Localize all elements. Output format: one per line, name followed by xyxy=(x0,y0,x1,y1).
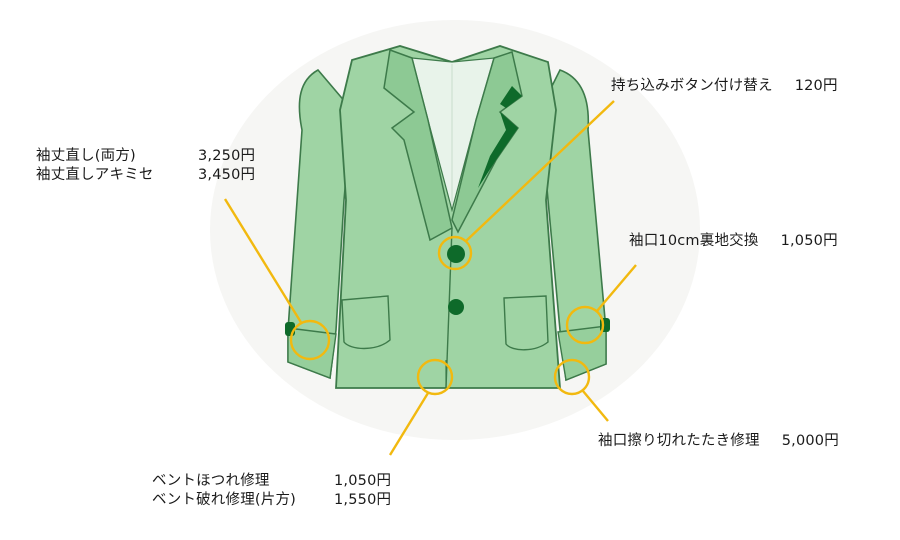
label-cuff-wear: 袖口擦り切れたたき修理 5,000円 xyxy=(598,432,839,451)
right-sleeve xyxy=(539,69,607,382)
service-name: ベントほつれ修理 xyxy=(152,473,270,489)
right-pocket xyxy=(503,295,549,351)
label-row: ベント破れ修理(片方) 1,550円 xyxy=(152,491,391,510)
left-pocket xyxy=(341,295,391,350)
service-name: ベント破れ修理(片方) xyxy=(152,492,297,508)
leader-line-vent xyxy=(388,392,430,456)
callout-circle-cuff-lining xyxy=(565,305,605,345)
left-cuff xyxy=(287,327,337,379)
jacket-button-bottom xyxy=(448,299,464,315)
leader-line-cuff-lining xyxy=(596,264,637,312)
callout-circle-cuff-wear xyxy=(553,358,591,396)
callout-circle-vent xyxy=(416,358,454,396)
service-price: 3,450円 xyxy=(198,167,256,183)
service-name: 袖口10cm裏地交換 xyxy=(629,233,759,249)
leader-line-cuff-wear xyxy=(582,390,609,422)
service-price: 1,050円 xyxy=(780,233,838,249)
label-cuff-lining: 袖口10cm裏地交換 1,050円 xyxy=(629,232,838,251)
label-vent-repair: ベントほつれ修理 1,050円 ベント破れ修理(片方) 1,550円 xyxy=(152,472,391,510)
label-sleeve-length: 袖丈直し(両方) 3,250円 袖丈直しアキミセ 3,450円 xyxy=(36,147,255,185)
label-row: ベントほつれ修理 1,050円 xyxy=(152,472,391,491)
label-row: 袖丈直しアキミセ 3,450円 xyxy=(36,166,255,185)
service-price: 5,000円 xyxy=(781,433,839,449)
service-price: 1,050円 xyxy=(334,473,392,489)
jacket-button-top xyxy=(447,245,465,263)
label-button-replacement: 持ち込みボタン付け替え 120円 xyxy=(611,77,838,96)
service-price: 3,250円 xyxy=(198,148,256,164)
right-lapel-shadow xyxy=(478,112,518,188)
service-price: 120円 xyxy=(794,78,838,94)
callout-circle-button xyxy=(437,235,473,271)
service-name: 袖丈直し(両方) xyxy=(36,148,136,164)
service-name: 持ち込みボタン付け替え xyxy=(611,78,773,94)
left-lapel xyxy=(383,48,453,242)
service-name: 袖丈直しアキミセ xyxy=(36,167,154,183)
right-lapel-notch-shadow xyxy=(500,86,522,108)
service-name: 袖口擦り切れたたき修理 xyxy=(598,433,760,449)
callout-circle-sleeve xyxy=(289,319,331,361)
left-sleeve xyxy=(287,68,353,380)
service-price: 1,550円 xyxy=(334,492,392,508)
leader-line-button xyxy=(465,100,615,242)
label-row: 袖丈直し(両方) 3,250円 xyxy=(36,147,255,166)
leader-line-sleeve xyxy=(223,198,304,325)
